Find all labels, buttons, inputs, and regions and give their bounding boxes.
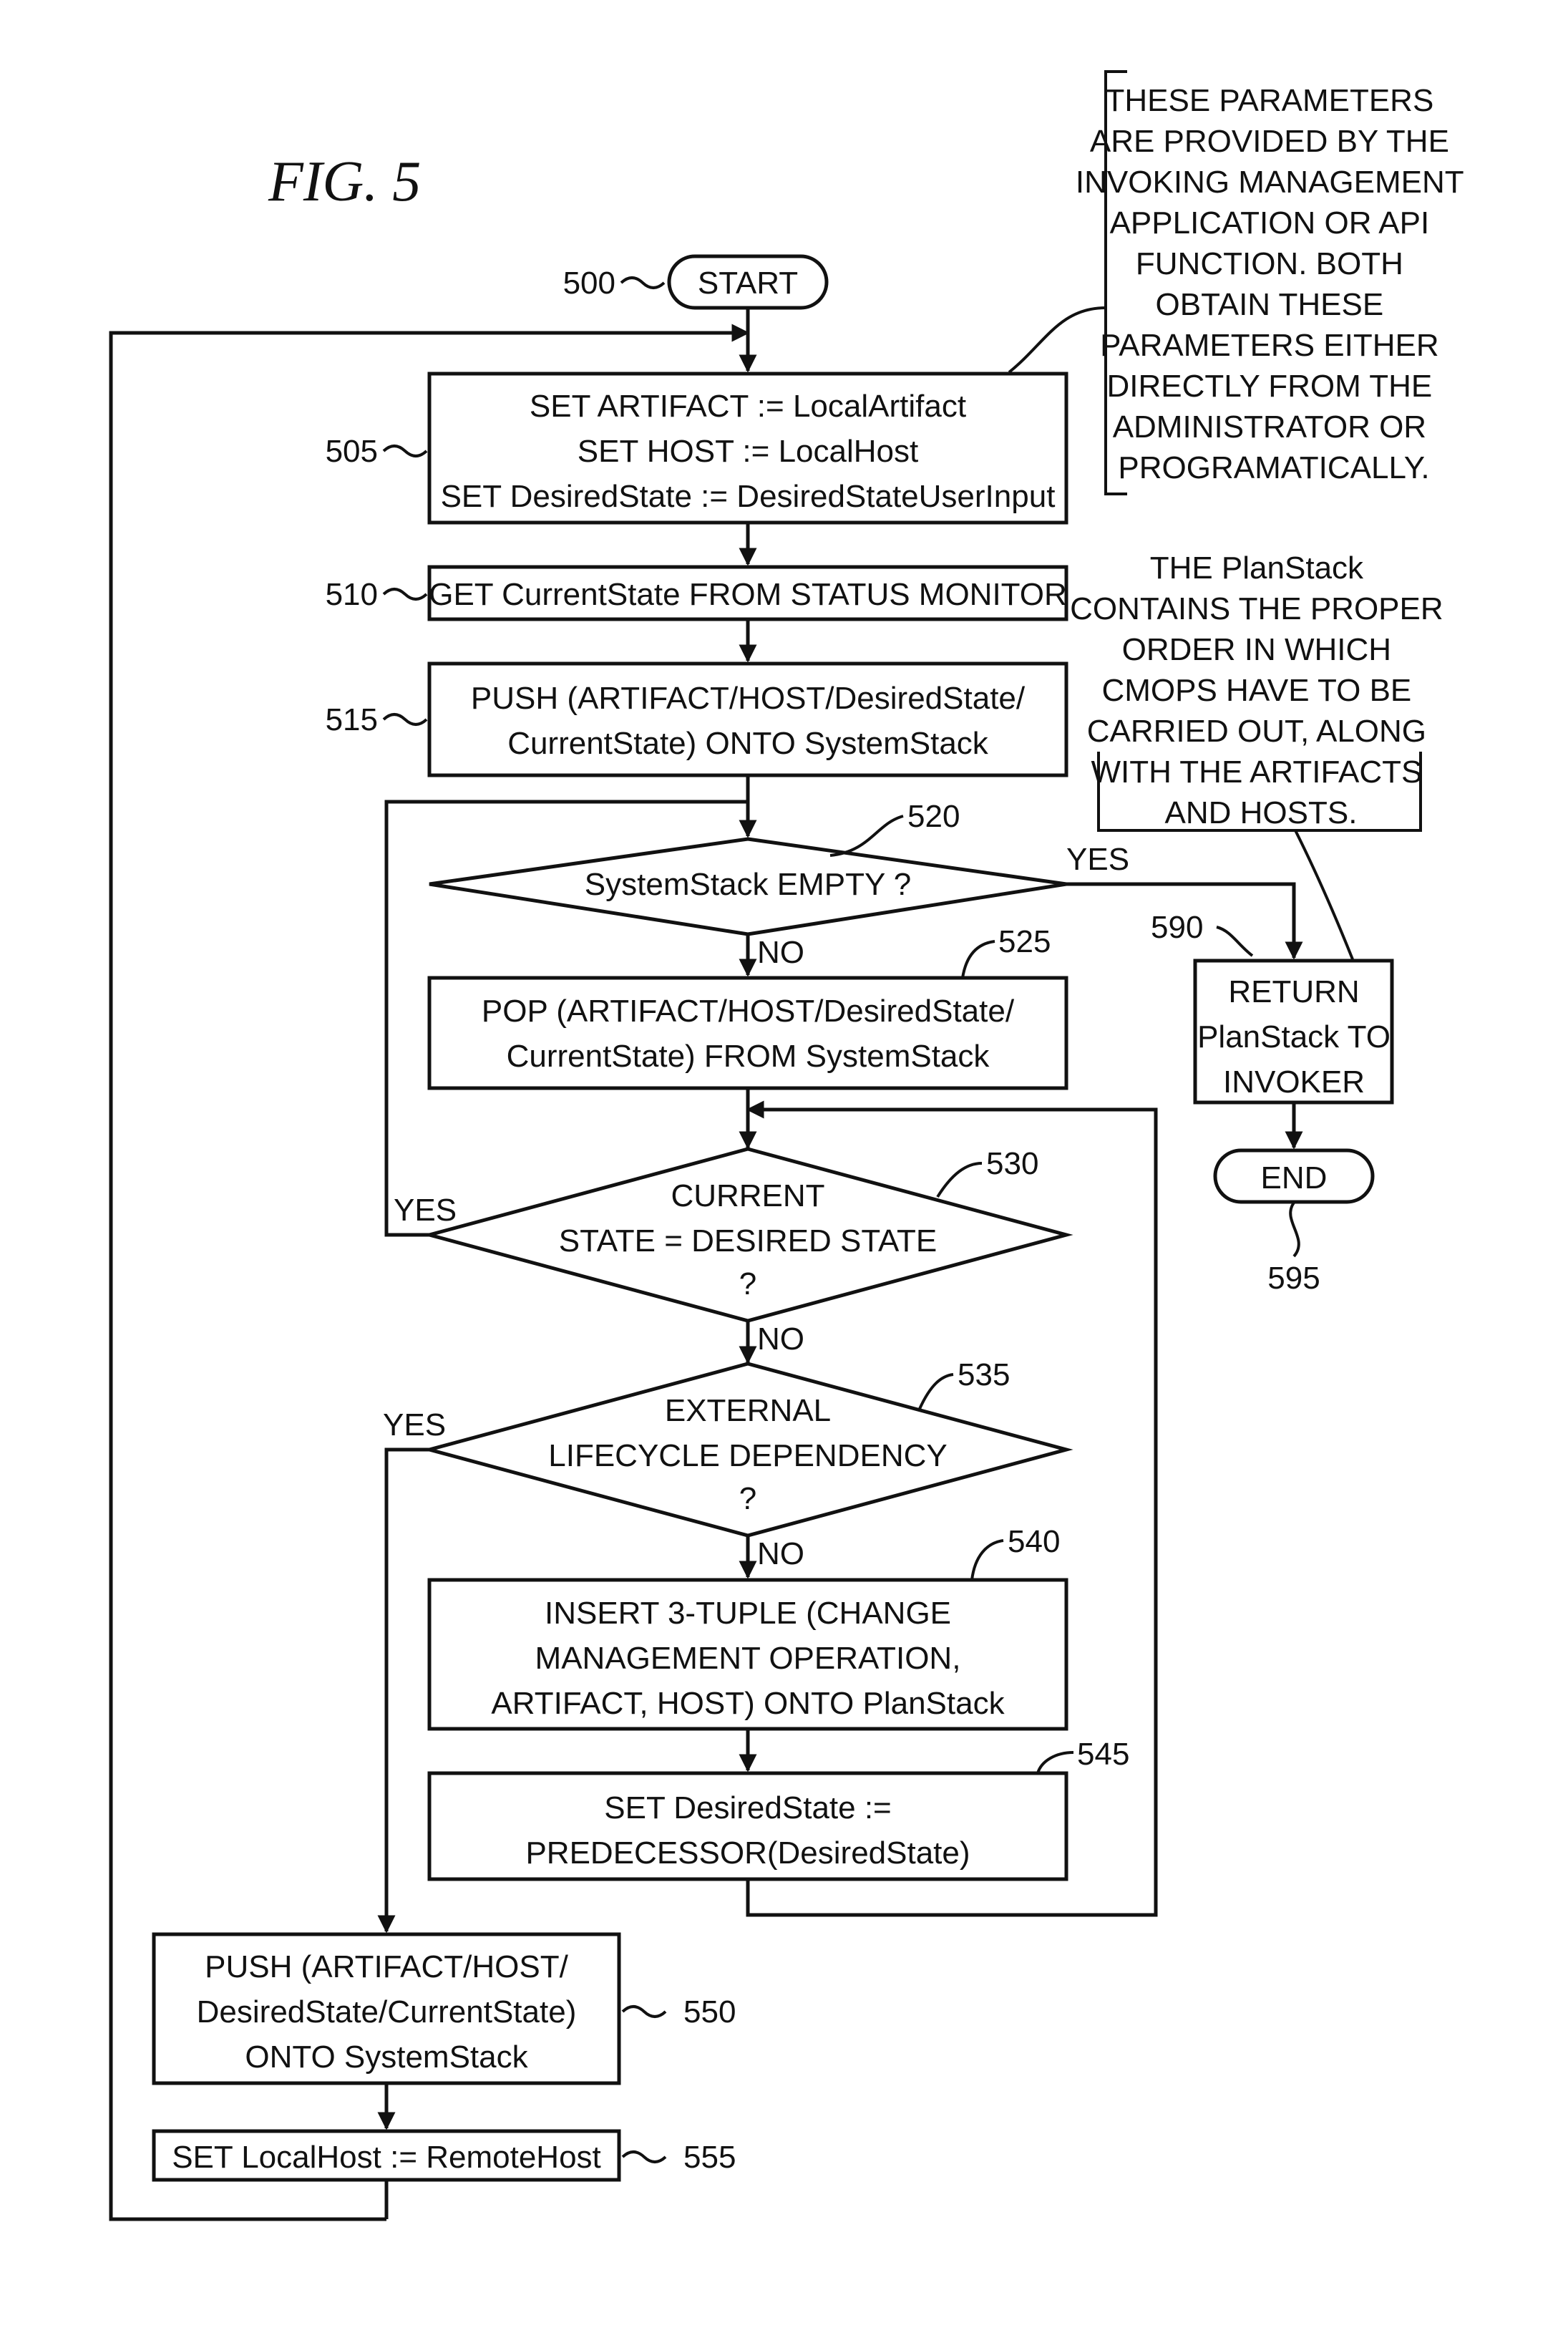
node-545-line: PREDECESSOR(DesiredState) — [525, 1835, 970, 1871]
node-530: CURRENT STATE = DESIRED STATE ? 530 — [429, 1146, 1066, 1321]
node-505-line: SET DesiredState := DesiredStateUserInpu… — [441, 479, 1056, 514]
edge-label-yes-530: YES — [394, 1193, 457, 1228]
ref-540: 540 — [1008, 1524, 1060, 1559]
note-planstack-line: AND HOSTS. — [1165, 795, 1358, 830]
note-parameters-line: APPLICATION OR API — [1110, 205, 1430, 241]
node-535: EXTERNAL LIFECYCLE DEPENDENCY ? 535 — [429, 1357, 1066, 1536]
note-planstack-line: CONTAINS THE PROPER — [1070, 591, 1443, 626]
node-525-line: POP (ARTIFACT/HOST/DesiredState/ — [482, 994, 1015, 1029]
ref-505: 505 — [326, 434, 378, 469]
note-parameters-line: PROGRAMATICALLY. — [1118, 450, 1429, 485]
node-515-line: CurrentState) ONTO SystemStack — [507, 726, 989, 761]
ref-510: 510 — [326, 577, 378, 612]
note-planstack-line: THE PlanStack — [1150, 550, 1364, 586]
ref-590: 590 — [1151, 910, 1203, 945]
node-540-line: MANAGEMENT OPERATION, — [535, 1641, 961, 1676]
node-540-line: ARTIFACT, HOST) ONTO PlanStack — [491, 1686, 1005, 1721]
node-555: SET LocalHost := RemoteHost 555 — [154, 2131, 736, 2180]
node-535-line: EXTERNAL — [665, 1393, 831, 1428]
note-parameters-line: PARAMETERS EITHER — [1100, 328, 1438, 363]
node-515: PUSH (ARTIFACT/HOST/DesiredState/ Curren… — [326, 664, 1066, 775]
ref-535: 535 — [958, 1357, 1010, 1392]
note-planstack-line: CARRIED OUT, ALONG — [1087, 714, 1426, 749]
node-590: RETURN PlanStack TO INVOKER 590 — [1151, 910, 1392, 1102]
node-590-line: RETURN — [1228, 974, 1359, 1009]
note-parameters-line: ARE PROVIDED BY THE — [1090, 124, 1449, 159]
node-590-line: INVOKER — [1223, 1064, 1365, 1100]
node-555-line: SET LocalHost := RemoteHost — [172, 2140, 601, 2175]
ref-525: 525 — [998, 924, 1051, 959]
svg-text:THE PlanStack CONTAINS T: THE PlanStack CONTAINS THE PROPER ORDER … — [1070, 550, 1452, 830]
node-550-line: PUSH (ARTIFACT/HOST/ — [205, 1949, 568, 1984]
edge-label-no-530: NO — [757, 1321, 804, 1357]
end-label: END — [1261, 1160, 1328, 1195]
ref-500: 500 — [563, 266, 615, 301]
note-parameters-line: FUNCTION. BOTH — [1136, 246, 1403, 281]
node-530-line: CURRENT — [671, 1178, 824, 1213]
node-540-line: INSERT 3-TUPLE (CHANGE — [545, 1596, 951, 1631]
node-520-line: SystemStack EMPTY ? — [585, 867, 911, 902]
node-505-line: SET HOST := LocalHost — [578, 434, 918, 469]
node-505-line: SET ARTIFACT := LocalArtifact — [530, 389, 966, 424]
edge-label-yes-520: YES — [1066, 842, 1129, 877]
node-525-line: CurrentState) FROM SystemStack — [507, 1039, 990, 1074]
note-parameters: THESE PARAMETERS ARE PROVIDED BY THE INV… — [1009, 72, 1472, 494]
node-515-line: PUSH (ARTIFACT/HOST/DesiredState/ — [471, 681, 1026, 716]
edge-label-yes-535: YES — [383, 1407, 446, 1442]
note-parameters-line: THESE PARAMETERS — [1105, 83, 1433, 118]
ref-520: 520 — [907, 799, 960, 834]
note-parameters-line: DIRECTLY FROM THE — [1107, 369, 1433, 404]
node-545: SET DesiredState := PREDECESSOR(DesiredS… — [429, 1737, 1129, 1879]
node-end: END 595 — [1215, 1150, 1373, 1296]
node-510: GET CurrentState FROM STATUS MONITOR 510 — [326, 567, 1067, 619]
figure-title: FIG. 5 — [268, 150, 421, 213]
edge-label-no-520: NO — [757, 935, 804, 970]
ref-550: 550 — [683, 1994, 736, 2029]
note-planstack-line: WITH THE ARTIFACTS — [1091, 755, 1422, 790]
start-label: START — [698, 266, 798, 301]
ref-555: 555 — [683, 2140, 736, 2175]
note-parameters-line: ADMINISTRATOR OR — [1113, 409, 1426, 445]
ref-595: 595 — [1267, 1261, 1320, 1296]
note-planstack-line: ORDER IN WHICH — [1122, 632, 1391, 667]
node-535-line: ? — [739, 1481, 756, 1516]
node-535-line: LIFECYCLE DEPENDENCY — [548, 1438, 947, 1473]
node-510-line: GET CurrentState FROM STATUS MONITOR — [429, 577, 1067, 612]
node-start: START 500 — [563, 256, 827, 308]
ref-545: 545 — [1077, 1737, 1129, 1772]
svg-text:THESE PARAMETERS ARE PRO: THESE PARAMETERS ARE PROVIDED BY THE INV… — [1076, 83, 1472, 485]
note-planstack: THE PlanStack CONTAINS THE PROPER ORDER … — [1070, 550, 1452, 959]
note-planstack-line: CMOPS HAVE TO BE — [1101, 673, 1411, 708]
node-530-line: ? — [739, 1266, 756, 1301]
node-550-line: DesiredState/CurrentState) — [197, 1994, 577, 2029]
node-545-line: SET DesiredState := — [604, 1790, 892, 1825]
ref-515: 515 — [326, 702, 378, 737]
node-530-line: STATE = DESIRED STATE — [559, 1223, 938, 1258]
node-590-line: PlanStack TO — [1197, 1019, 1391, 1054]
node-550-line: ONTO SystemStack — [245, 2039, 528, 2075]
node-550: PUSH (ARTIFACT/HOST/ DesiredState/Curren… — [154, 1934, 736, 2083]
note-parameters-line: INVOKING MANAGEMENT — [1076, 165, 1464, 200]
ref-530: 530 — [986, 1146, 1038, 1181]
note-parameters-line: OBTAIN THESE — [1156, 287, 1384, 322]
edge-label-no-535: NO — [757, 1536, 804, 1571]
node-505: SET ARTIFACT := LocalArtifact SET HOST :… — [326, 374, 1066, 523]
